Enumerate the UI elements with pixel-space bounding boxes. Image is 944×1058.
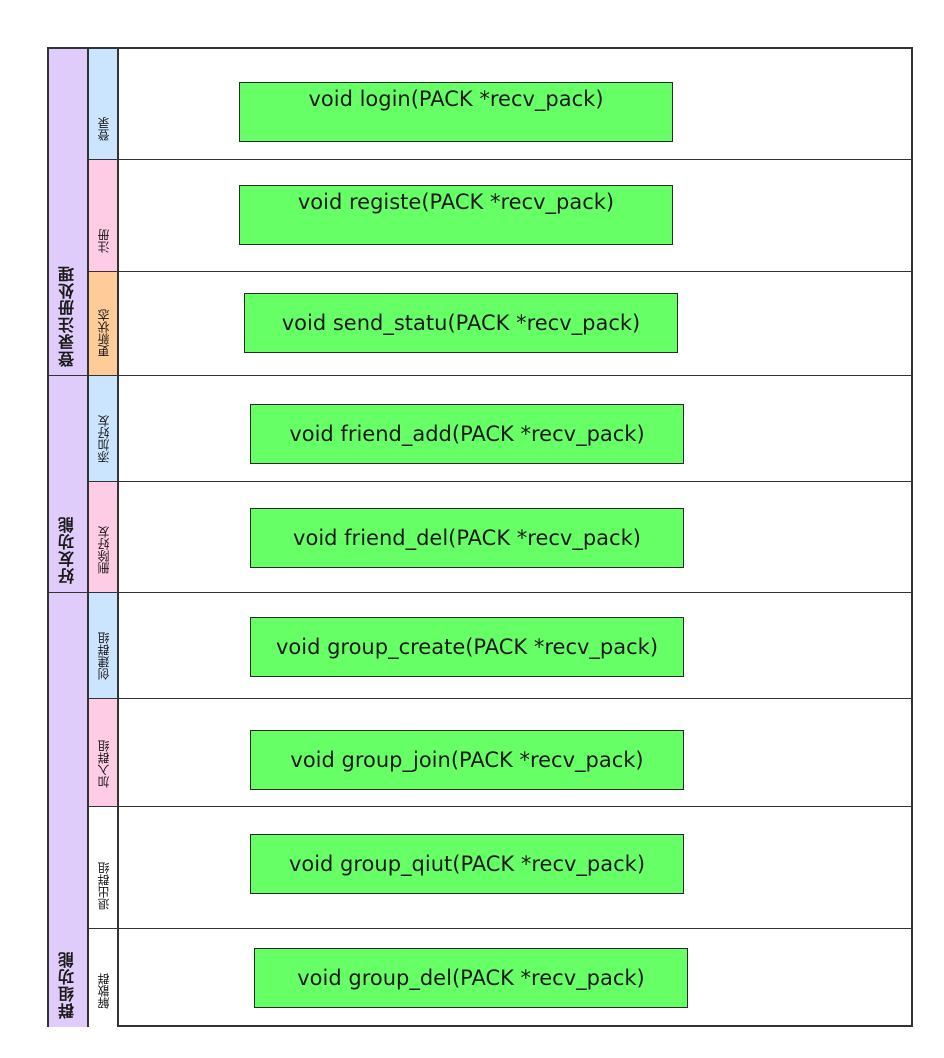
- row-label-cell: 添加好友: [89, 376, 119, 481]
- function-signature: void friend_add(PACK *recv_pack): [289, 422, 645, 446]
- row-label-cell: 注册: [89, 160, 119, 271]
- function-signature: void group_create(PACK *recv_pack): [275, 635, 659, 659]
- group-friend: 好友功能: [49, 376, 89, 593]
- function-signature: void registe(PACK *recv_pack): [297, 190, 615, 214]
- row-label: 登录: [96, 117, 111, 141]
- function-signature: void send_statu(PACK *recv_pack): [281, 311, 641, 335]
- group-label: 好友功能: [58, 516, 77, 584]
- function-signature: void group_del(PACK *recv_pack): [297, 966, 645, 990]
- function-signature: void friend_del(PACK *recv_pack): [293, 526, 641, 550]
- group-login-register: 登录注册处理: [49, 49, 89, 376]
- group-label: 登录注册处理: [58, 265, 77, 367]
- row-label: 添加好友: [96, 415, 111, 463]
- row-login: 登录 void login(PACK *recv_pack): [89, 49, 911, 160]
- function-box: void group_qiut(PACK *recv_pack): [250, 834, 684, 894]
- row-update-status: 更新状态 void send_statu(PACK *recv_pack): [89, 272, 911, 376]
- row-label: 加入群组: [96, 740, 111, 788]
- row-label-cell: 解散群: [89, 929, 119, 1027]
- function-signature: void group_join(PACK *recv_pack): [290, 748, 644, 772]
- row-friend-del: 删除好友 void friend_del(PACK *recv_pack): [89, 482, 911, 593]
- group-label: 群组功能: [58, 951, 77, 1019]
- function-signature: void login(PACK *recv_pack): [308, 87, 604, 111]
- row-label-cell: 更新状态: [89, 272, 119, 375]
- function-box: void login(PACK *recv_pack): [239, 82, 673, 142]
- row-group-del: 解散群 void group_del(PACK *recv_pack): [89, 929, 911, 1027]
- row-label-cell: 删除好友: [89, 482, 119, 592]
- row-friend-add: 添加好友 void friend_add(PACK *recv_pack): [89, 376, 911, 482]
- function-box: void friend_add(PACK *recv_pack): [250, 404, 684, 464]
- row-register: 注册 void registe(PACK *recv_pack): [89, 160, 911, 272]
- row-label-cell: 加入群组: [89, 699, 119, 806]
- row-label: 解散群: [96, 973, 111, 1009]
- function-box: void group_create(PACK *recv_pack): [250, 617, 684, 677]
- function-diagram: 登录注册处理 好友功能 群组功能 登录 void login(PACK *rec…: [47, 47, 913, 1027]
- function-box: void friend_del(PACK *recv_pack): [250, 508, 684, 568]
- row-label-cell: 登录: [89, 49, 119, 159]
- row-label: 退出群组: [96, 862, 111, 910]
- row-label-cell: 退出群组: [89, 807, 119, 928]
- row-group-join: 加入群组 void group_join(PACK *recv_pack): [89, 699, 911, 807]
- row-label: 更新状态: [96, 309, 111, 357]
- row-group-create: 创建群组 void group_create(PACK *recv_pack): [89, 593, 911, 699]
- function-box: void group_join(PACK *recv_pack): [250, 730, 684, 790]
- function-signature: void group_qiut(PACK *recv_pack): [288, 852, 646, 876]
- row-label: 注册: [96, 229, 111, 253]
- row-group-quit: 退出群组 void group_qiut(PACK *recv_pack): [89, 807, 911, 929]
- row-label: 创建群组: [96, 632, 111, 680]
- group-group: 群组功能: [49, 593, 89, 1027]
- function-box: void group_del(PACK *recv_pack): [254, 948, 688, 1008]
- row-label-cell: 创建群组: [89, 593, 119, 698]
- function-box: void send_statu(PACK *recv_pack): [244, 293, 678, 353]
- row-label: 删除好友: [96, 526, 111, 574]
- function-box: void registe(PACK *recv_pack): [239, 185, 673, 245]
